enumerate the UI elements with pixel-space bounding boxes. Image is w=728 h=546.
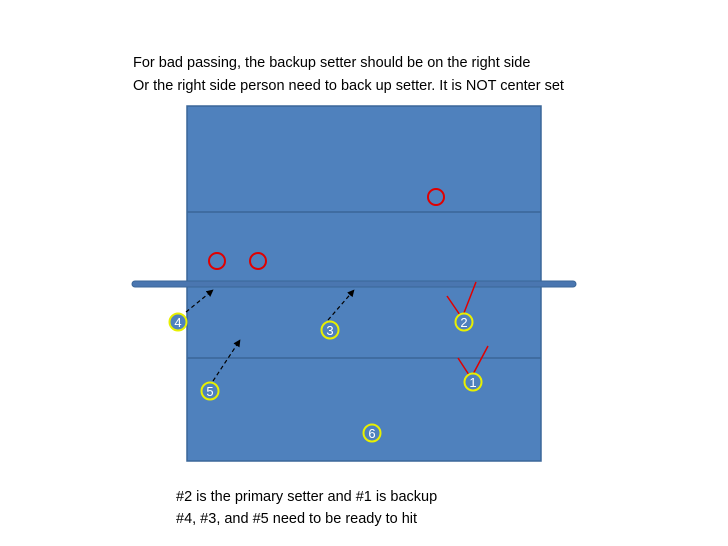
player-4: 4 (168, 312, 188, 332)
player-2: 2 (454, 312, 474, 332)
player-number: 6 (368, 426, 375, 441)
player-5: 5 (200, 381, 220, 401)
approach-arrow-4 (185, 289, 214, 313)
opponent-marker (427, 188, 445, 206)
player-3: 3 (320, 320, 340, 340)
opponent-marker (208, 252, 226, 270)
player-number: 4 (174, 315, 181, 330)
player-number: 5 (206, 384, 213, 399)
approach-arrow-5 (212, 339, 241, 382)
player-number: 1 (469, 375, 476, 390)
setter-2-path (461, 281, 477, 319)
bottom-note-line-2: #4, #3, and #5 need to be ready to hit (176, 511, 418, 527)
player-number: 3 (326, 323, 333, 338)
top-note-line-1: For bad passing, the backup setter shoul… (133, 55, 531, 71)
bottom-note-line-1: #2 is the primary setter and #1 is backu… (176, 489, 438, 505)
bottom-note: #2 is the primary setter and #1 is backu… (176, 486, 437, 530)
net (131, 280, 577, 288)
player-1: 1 (463, 372, 483, 392)
player-6: 6 (362, 423, 382, 443)
opponent-marker (249, 252, 267, 270)
top-note-line-2: Or the right side person need to back up… (133, 78, 564, 94)
player-number: 2 (460, 315, 467, 330)
top-note: For bad passing, the backup setter shoul… (133, 52, 564, 98)
